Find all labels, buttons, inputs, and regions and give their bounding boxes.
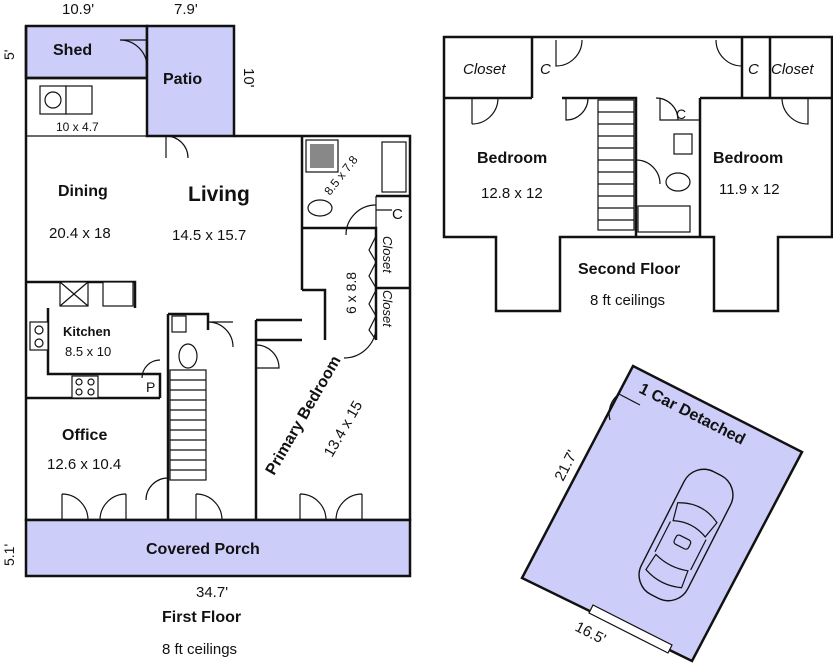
living-label: Living xyxy=(188,183,250,206)
covered-porch-area xyxy=(24,518,412,578)
dining-label: Dining xyxy=(58,183,108,200)
second-floor-walls xyxy=(444,37,832,236)
dressing-size: 6 x 8.8 xyxy=(343,272,359,314)
dim-garage-width: 16.5' xyxy=(572,618,608,648)
living-size: 14.5 x 15.7 xyxy=(172,227,246,244)
shower-drain xyxy=(310,144,334,168)
office-label: Office xyxy=(62,427,107,444)
dressing-door xyxy=(343,327,377,359)
closet-door-left xyxy=(471,97,499,125)
c-left-label: C xyxy=(540,61,551,78)
laundry-size: 10 x 4.7 xyxy=(56,120,99,134)
sink-icon xyxy=(673,133,693,155)
car-icon xyxy=(638,468,734,602)
stairs-second xyxy=(597,99,635,231)
first-floor-title: First Floor xyxy=(162,609,241,626)
first-floor-ceilings: 8 ft ceilings xyxy=(162,641,237,658)
bedroom-left-label: Bedroom xyxy=(477,150,547,167)
hall-walls xyxy=(254,136,304,520)
patio-area xyxy=(145,24,236,138)
closet-label-2: Closet xyxy=(380,290,395,328)
closet-c: C xyxy=(392,206,403,223)
dim-porch-side: 5.1' xyxy=(1,544,17,566)
shed-label: Shed xyxy=(53,42,92,59)
garage: 1 Car Detached 21.7' 16.5' xyxy=(520,364,804,663)
office-doors xyxy=(61,493,127,521)
c-door-right xyxy=(715,39,743,67)
bed-door-right xyxy=(635,159,661,185)
bedroom-left-size: 12.8 x 12 xyxy=(481,185,543,202)
shed-door xyxy=(119,39,148,68)
second-floor-outline xyxy=(442,35,833,313)
bedroom-right-size: 11.9 x 12 xyxy=(719,181,780,198)
bath-door xyxy=(345,204,377,236)
second-floor: Closet C C Closet C Bedroom 12.8 x 12 Be… xyxy=(442,35,833,313)
washer xyxy=(39,85,67,115)
stairs-first xyxy=(169,369,207,481)
half-bath-door xyxy=(207,321,234,348)
toilet-icon xyxy=(178,343,198,369)
office-size: 12.6 x 10.4 xyxy=(47,456,121,473)
second-floor-ceilings: 8 ft ceilings xyxy=(590,292,665,309)
dryer xyxy=(65,85,93,115)
first-floor: Shed Patio 10 x 4.7 Dining 20.4 x 18 Liv… xyxy=(1,1,412,658)
patio-label: Patio xyxy=(163,71,202,88)
dim-top-mid: 7.9' xyxy=(174,1,198,18)
primary-bedroom-size: 13.4 x 15 xyxy=(321,398,367,460)
tub-icon xyxy=(637,205,691,233)
garage-side-door xyxy=(608,393,641,421)
bedroom-right-label: Bedroom xyxy=(713,150,783,167)
dim-shed-side: 5' xyxy=(1,50,17,60)
closet-doors-2 xyxy=(368,289,377,341)
c-right-label: C xyxy=(748,61,759,78)
kitchen-size: 8.5 x 10 xyxy=(65,344,111,359)
second-floor-title: Second Floor xyxy=(578,261,680,278)
sink-icon xyxy=(171,315,187,333)
primary-porch-doors xyxy=(299,493,363,521)
garage-area xyxy=(520,364,804,663)
patio-door xyxy=(165,135,189,159)
dim-top-left: 10.9' xyxy=(62,1,94,18)
primary-door xyxy=(255,344,280,369)
linen-wall xyxy=(659,98,700,121)
c-door-left xyxy=(555,39,583,67)
closet-wall xyxy=(302,288,327,340)
fridge xyxy=(102,281,134,307)
closet-right-label: Closet xyxy=(771,61,814,78)
tub-icon xyxy=(381,141,407,193)
porch-label: Covered Porch xyxy=(146,541,260,558)
closet-doors-1 xyxy=(368,235,377,289)
garage-door xyxy=(588,604,673,654)
pantry-label: P xyxy=(146,379,155,395)
toilet-icon xyxy=(665,172,691,192)
front-door xyxy=(195,493,223,521)
bed-door-left xyxy=(565,97,589,121)
toilet-icon xyxy=(307,199,333,217)
closet-door-right xyxy=(781,97,809,125)
stove-icon xyxy=(71,375,99,399)
stair-door xyxy=(145,477,169,501)
bath-door-2 xyxy=(655,97,679,121)
c-bath-label: C xyxy=(676,106,686,122)
dim-first-width: 34.7' xyxy=(196,584,228,601)
pantry-door xyxy=(141,359,161,379)
stair-walls xyxy=(166,312,210,520)
closet-left-label: Closet xyxy=(463,61,506,78)
dim-patio-side: 10' xyxy=(240,68,257,88)
dining-size: 20.4 x 18 xyxy=(49,225,111,242)
kitchen-label: Kitchen xyxy=(63,324,111,339)
closet-label-1: Closet xyxy=(380,236,395,274)
